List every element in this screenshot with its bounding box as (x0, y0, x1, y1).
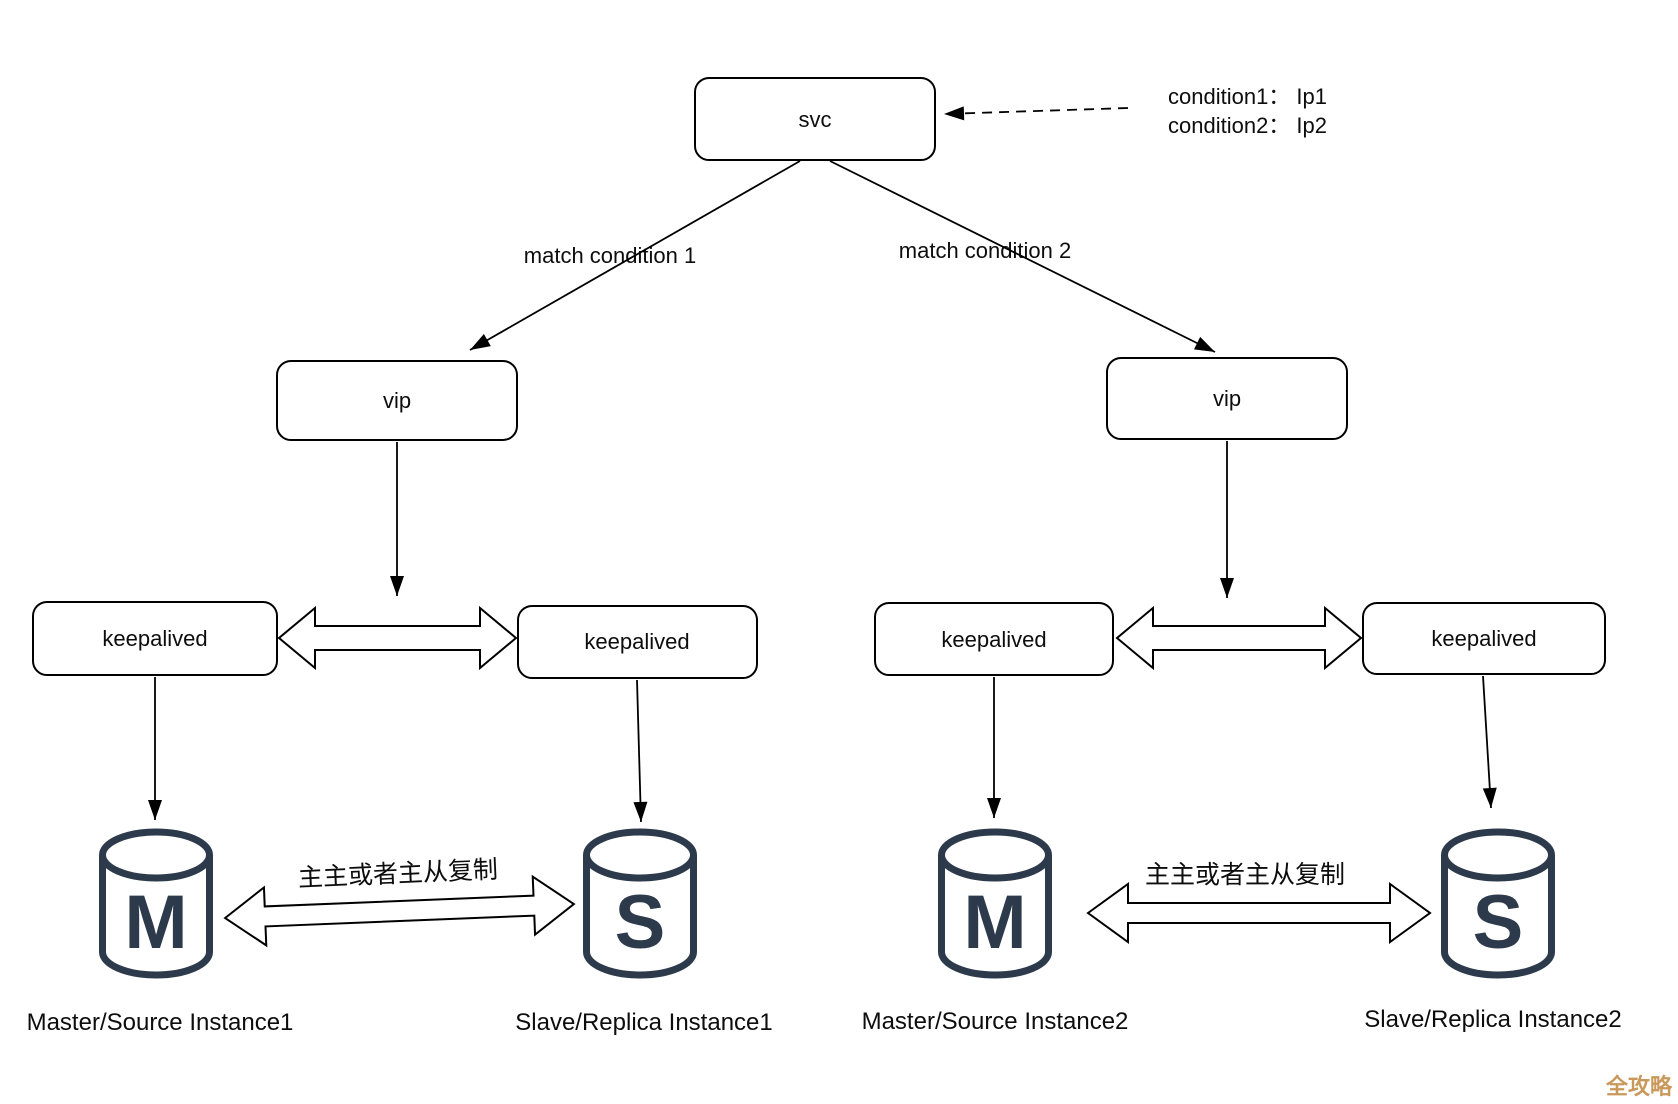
edge-svc-to-vip-left (469, 160, 801, 351)
keepalived-3-box (874, 602, 1114, 676)
keepalived-sync-arrow-right-pair (1115, 605, 1363, 671)
keepalived-node-1: keepalived (32, 601, 278, 676)
edge-label-match-condition-1: match condition 1 (524, 243, 696, 268)
keepalived-sync-arrow-left-pair (277, 605, 518, 671)
database-master1: M (99, 828, 213, 979)
master1-letter: M (124, 880, 187, 965)
database-cylinder-top-icon (1441, 828, 1555, 882)
database-master2: M (938, 828, 1052, 979)
keepalived-node-2: keepalived (517, 605, 758, 679)
database-cylinder-top-icon (99, 828, 213, 882)
vip-left-box (276, 360, 518, 441)
svc-node: svc (694, 77, 936, 161)
vip-node-right: vip (1106, 357, 1348, 440)
svc-label: svc (799, 107, 832, 132)
keepalived-1-box (32, 601, 278, 676)
keepalived-node-4: keepalived (1362, 602, 1606, 675)
keepalived-1-label: keepalived (102, 626, 207, 651)
replication-arrow-left-pair (223, 874, 576, 948)
edge-svc-to-vip-right (829, 160, 1216, 353)
vip-node-left: vip (276, 360, 518, 441)
edge-keepalived4-to-slave2 (1482, 675, 1497, 809)
condition1-text: condition1： Ip1 (1168, 84, 1327, 109)
keepalived-4-box (1362, 602, 1606, 675)
database-cylinder-icon (1441, 855, 1555, 979)
condition-annotation-arrow (943, 106, 1129, 121)
caption-master-instance1: Master/Source Instance1 (27, 1009, 294, 1036)
replication-label-right: 主主或者主从复制 (1145, 861, 1345, 889)
database-slave1: S (583, 828, 697, 979)
database-cylinder-icon (99, 855, 213, 979)
caption-master-instance2: Master/Source Instance2 (862, 1008, 1129, 1035)
keepalived-2-box (517, 605, 758, 679)
database-cylinder-icon (938, 855, 1052, 979)
database-cylinder-icon (583, 855, 697, 979)
caption-slave-instance1: Slave/Replica Instance1 (515, 1009, 772, 1036)
slave2-letter: S (1473, 880, 1524, 965)
keepalived-4-label: keepalived (1431, 626, 1536, 651)
database-cylinder-top-icon (583, 828, 697, 882)
database-cylinder-top-icon (938, 828, 1052, 882)
keepalived-node-3: keepalived (874, 602, 1114, 676)
replication-label-left: 主主或者主从复制 (297, 856, 498, 893)
keepalived-2-label: keepalived (584, 629, 689, 654)
watermark-text: 全攻略 (1605, 1074, 1673, 1099)
vip-left-label: vip (383, 388, 411, 413)
vip-right-box (1106, 357, 1348, 440)
slave1-letter: S (615, 880, 666, 965)
condition-annotation: condition1： Ip1 condition2： Ip2 (1168, 84, 1327, 138)
condition2-text: condition2： Ip2 (1168, 113, 1327, 138)
vip-right-label: vip (1213, 386, 1241, 411)
caption-slave-instance2: Slave/Replica Instance2 (1364, 1006, 1621, 1033)
replication-arrow-right-pair (1086, 882, 1432, 944)
database-slave2: S (1441, 828, 1555, 979)
master2-letter: M (963, 880, 1026, 965)
svc-box (694, 77, 936, 161)
edge-keepalived2-to-slave1 (633, 679, 648, 823)
keepalived-3-label: keepalived (941, 627, 1046, 652)
edge-label-match-condition-2: match condition 2 (899, 238, 1071, 263)
